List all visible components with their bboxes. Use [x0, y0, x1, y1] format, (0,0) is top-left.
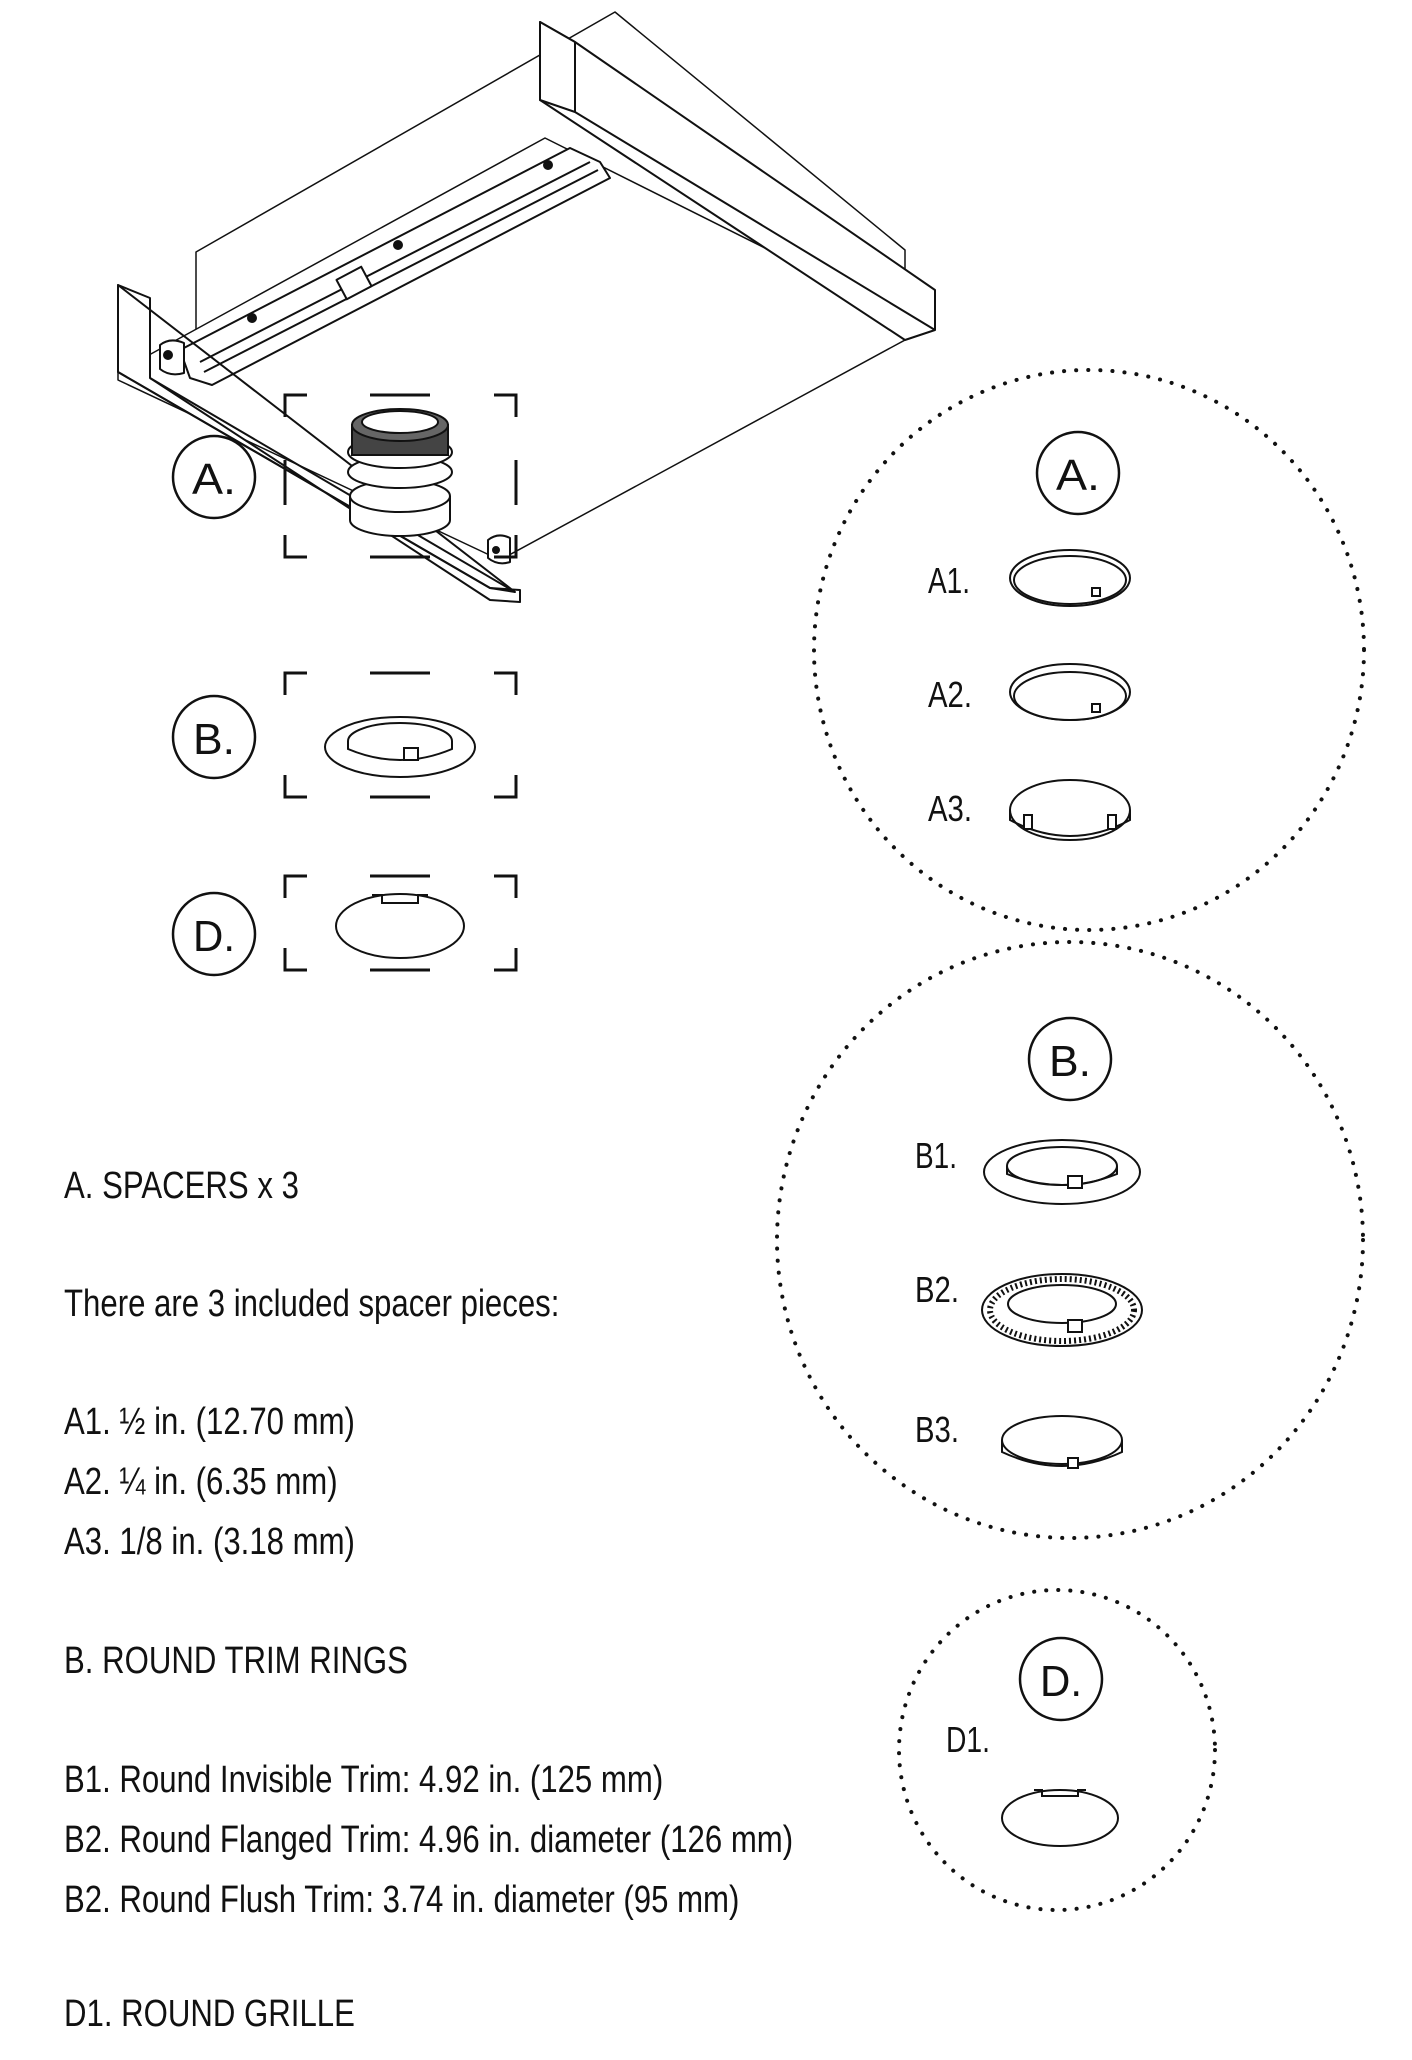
callout-d: D.	[171, 891, 257, 977]
spacer-a2-spec: A2. ¼ in. (6.35 mm)	[64, 1461, 338, 1503]
spacer-a1-illustration	[1009, 549, 1131, 607]
trim-b3-spec: B2. Round Flush Trim: 3.74 in. diameter …	[64, 1879, 740, 1921]
spacer-a2-illustration	[1009, 663, 1131, 721]
svg-text:D.: D.	[1040, 1657, 1082, 1706]
bracket-frame-b	[283, 671, 518, 799]
trim-b2-spec: B2. Round Flanged Trim: 4.96 in. diamete…	[64, 1819, 794, 1861]
trim-b2-illustration	[981, 1273, 1143, 1347]
svg-text:A1.: A1.	[928, 560, 970, 601]
svg-text:A.: A.	[1056, 451, 1100, 500]
detail-panel-d: D. D1.	[897, 1588, 1217, 1912]
ceiling-joist-assembly	[117, 11, 936, 603]
trim-b1-spec: B1. Round Invisible Trim: 4.92 in. (125 …	[64, 1759, 664, 1801]
bracket-frame-a	[283, 393, 518, 559]
svg-text:B2.: B2.	[915, 1269, 959, 1310]
round-trim-ring-illustration	[324, 716, 476, 778]
svg-text:B.: B.	[1049, 1037, 1091, 1086]
detail-panel-b: B. B1. B2. B3.	[775, 940, 1365, 1540]
spacers-intro: There are 3 included spacer pieces:	[64, 1283, 560, 1325]
spacer-stack-illustration	[347, 408, 453, 537]
spacer-a3-spec: A3. 1/8 in. (3.18 mm)	[64, 1521, 355, 1563]
svg-text:D1.: D1.	[946, 1719, 990, 1760]
spacers-heading: A. SPACERS x 3	[64, 1165, 299, 1207]
trim-b1-illustration	[983, 1139, 1141, 1205]
svg-text:A.: A.	[192, 455, 236, 504]
svg-text:B3.: B3.	[915, 1409, 959, 1450]
svg-text:B1.: B1.	[915, 1135, 957, 1176]
trim-rings-heading: B. ROUND TRIM RINGS	[64, 1640, 408, 1682]
svg-text:A2.: A2.	[928, 674, 972, 715]
spacer-a3-illustration	[1009, 779, 1131, 841]
bracket-frame-d	[283, 874, 518, 972]
trim-b3-illustration	[1001, 1415, 1123, 1469]
spacer-a1-spec: A1. ½ in. (12.70 mm)	[64, 1401, 355, 1443]
round-grille-illustration	[335, 893, 465, 959]
detail-panel-a: A. A1. A2. A3.	[812, 368, 1366, 932]
grille-d1-illustration	[1001, 1789, 1119, 1847]
callout-b: B.	[171, 694, 257, 780]
svg-text:A3.: A3.	[928, 788, 972, 829]
callout-a: A.	[171, 434, 257, 520]
svg-text:B.: B.	[193, 715, 235, 764]
svg-text:D.: D.	[193, 912, 235, 961]
grille-heading: D1. ROUND GRILLE	[64, 1993, 355, 2035]
